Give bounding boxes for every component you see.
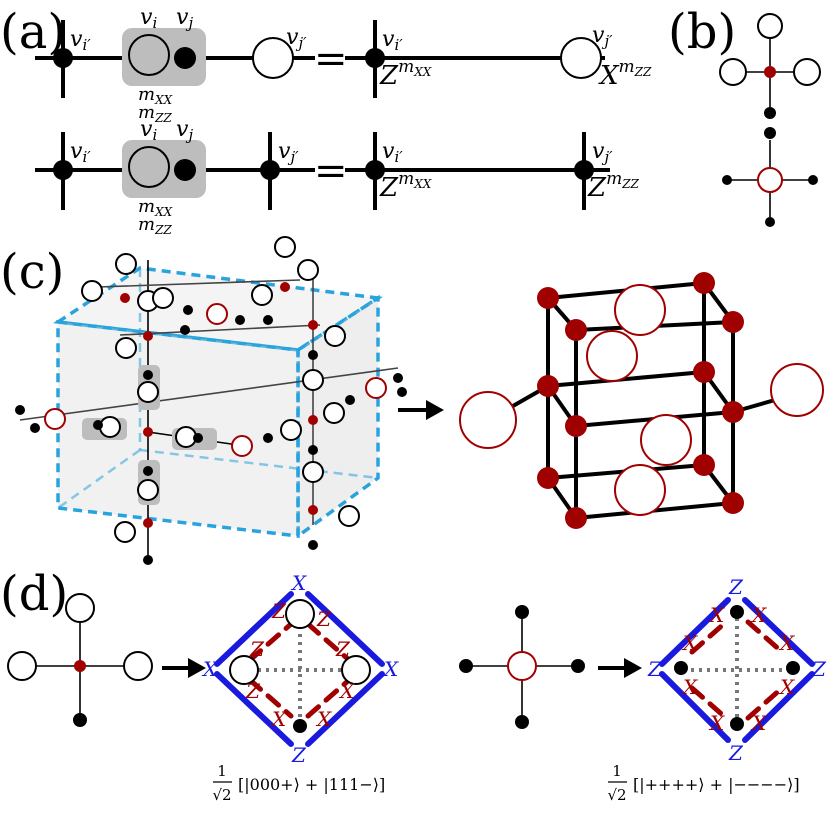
d-right-blue-bottom: Z <box>728 741 744 765</box>
panel-c-lattice <box>459 272 824 529</box>
label-v-j-prime: vj′ <box>286 25 307 52</box>
left-state: [|000+⟩ + |111−⟩] <box>238 775 385 794</box>
rhs-vertex-v-j-prime <box>560 37 602 79</box>
d-left-blue-bottom: Z <box>291 743 307 767</box>
panel-a-row1-left: vi′ vi vj vj′ mXX mZZ <box>35 5 315 125</box>
row2-vertex-v-i <box>128 146 170 188</box>
d-right-blue-left: Z <box>647 657 663 681</box>
label-m-zz: mZZ <box>138 102 172 125</box>
vertex-v-j <box>174 47 196 69</box>
d-left-blue-left: X <box>201 657 218 681</box>
left-frac-num: 1 <box>217 762 227 780</box>
panel-d-left-arrow <box>162 658 206 678</box>
d-right-red-br: X <box>778 675 795 699</box>
left-frac-den: √2 <box>212 786 231 804</box>
row2-vertex-v-j <box>174 159 196 181</box>
d-right-red-tr2: X <box>778 631 795 655</box>
d-left-red-bl: Z <box>245 679 261 703</box>
d-left-red-tl-lower: Z <box>249 637 265 661</box>
panel-label-b: (b) <box>668 4 736 60</box>
label-v-i: vi <box>140 5 157 32</box>
right-state: [|++++⟩ + |−−−−⟩] <box>633 775 800 794</box>
label-v-i-prime: vi′ <box>70 27 91 54</box>
panel-c-cube <box>15 236 407 565</box>
panel-d-right-graph <box>459 605 585 729</box>
d-left-blue-top: X <box>290 571 307 595</box>
d-right-red-tl: X <box>708 603 725 627</box>
rhs-vertex-v-i-prime <box>365 48 385 68</box>
label-m-xx: mXX <box>138 84 173 107</box>
d-left-red-tr-lower: Z <box>335 637 351 661</box>
z2-operator-row2: ZmZZ <box>587 169 640 203</box>
equals-sign-row2: = <box>314 148 348 194</box>
panel-b-diagram <box>719 13 821 227</box>
d-right-red-bl: X <box>681 675 698 699</box>
row2-rhs-label-v-i-prime: vi′ <box>382 139 403 166</box>
vertex-v-i-prime <box>53 48 73 68</box>
d-left-red-br-top: X <box>338 679 355 703</box>
panel-label-c: (c) <box>0 244 64 300</box>
label-v-j: vj <box>176 5 193 32</box>
panel-label-d: (d) <box>0 566 68 622</box>
panel-d-right-state: 1 √2 [|++++⟩ + |−−−−⟩] <box>607 762 799 804</box>
d-left-red-tr: Z <box>316 607 332 631</box>
right-frac-num: 1 <box>612 762 622 780</box>
d-right-blue-right: Z <box>811 657 827 681</box>
vertex-v-j-prime <box>252 37 294 79</box>
row2-label-v-j: vj <box>176 117 193 144</box>
d-right-red-br2: X <box>750 711 767 735</box>
row2-label-v-j-prime: vj′ <box>278 139 299 166</box>
panel-d-left-diamond: X X X Z Z Z Z Z Z X X X <box>201 571 399 767</box>
d-left-red-br: X <box>315 707 332 731</box>
vertex-v-i <box>128 34 170 76</box>
d-right-red-tr: X <box>750 603 767 627</box>
panel-d-right-diamond: Z Z Z Z X X X X X X X X <box>647 575 827 765</box>
panel-a-row2-left: vi′ vi vj vj′ mXX mZZ <box>35 117 315 237</box>
right-frac-den: √2 <box>607 786 626 804</box>
d-right-blue-top: Z <box>728 575 744 599</box>
rhs-label-v-i-prime: vi′ <box>382 27 403 54</box>
row2-label-v-i-prime: vi′ <box>70 139 91 166</box>
d-left-blue-right: X <box>382 657 399 681</box>
d-right-red-bl2: X <box>708 711 725 735</box>
panel-a-row1-right: vi′ vj′ ZmXX XmZZ <box>345 20 652 98</box>
panel-a-row2-right: vi′ vj′ ZmXX ZmZZ <box>345 132 640 210</box>
panel-label-a: (a) <box>0 4 66 60</box>
z-operator-row1: ZmXX <box>379 57 432 91</box>
rhs-label-v-j-prime: vj′ <box>592 23 613 50</box>
panel-d-left-state: 1 √2 [|000+⟩ + |111−⟩] <box>212 762 385 804</box>
panel-d-left-graph <box>7 593 153 727</box>
equals-sign-row1: = <box>314 36 348 82</box>
panel-c-arrow <box>398 400 444 420</box>
row2-vertex-v-j-prime <box>260 160 280 180</box>
d-right-red-tl2: X <box>681 631 698 655</box>
x-operator-row1: XmZZ <box>598 57 652 91</box>
d-left-red-bl2: X <box>270 707 287 731</box>
row2-rhs-label-v-j-prime: vj′ <box>592 139 613 166</box>
panel-d-right-arrow <box>598 658 642 678</box>
z-operator-row2: ZmXX <box>379 169 432 203</box>
d-left-red-tl: Z <box>271 599 287 623</box>
row2-vertex-v-i-prime <box>53 160 73 180</box>
